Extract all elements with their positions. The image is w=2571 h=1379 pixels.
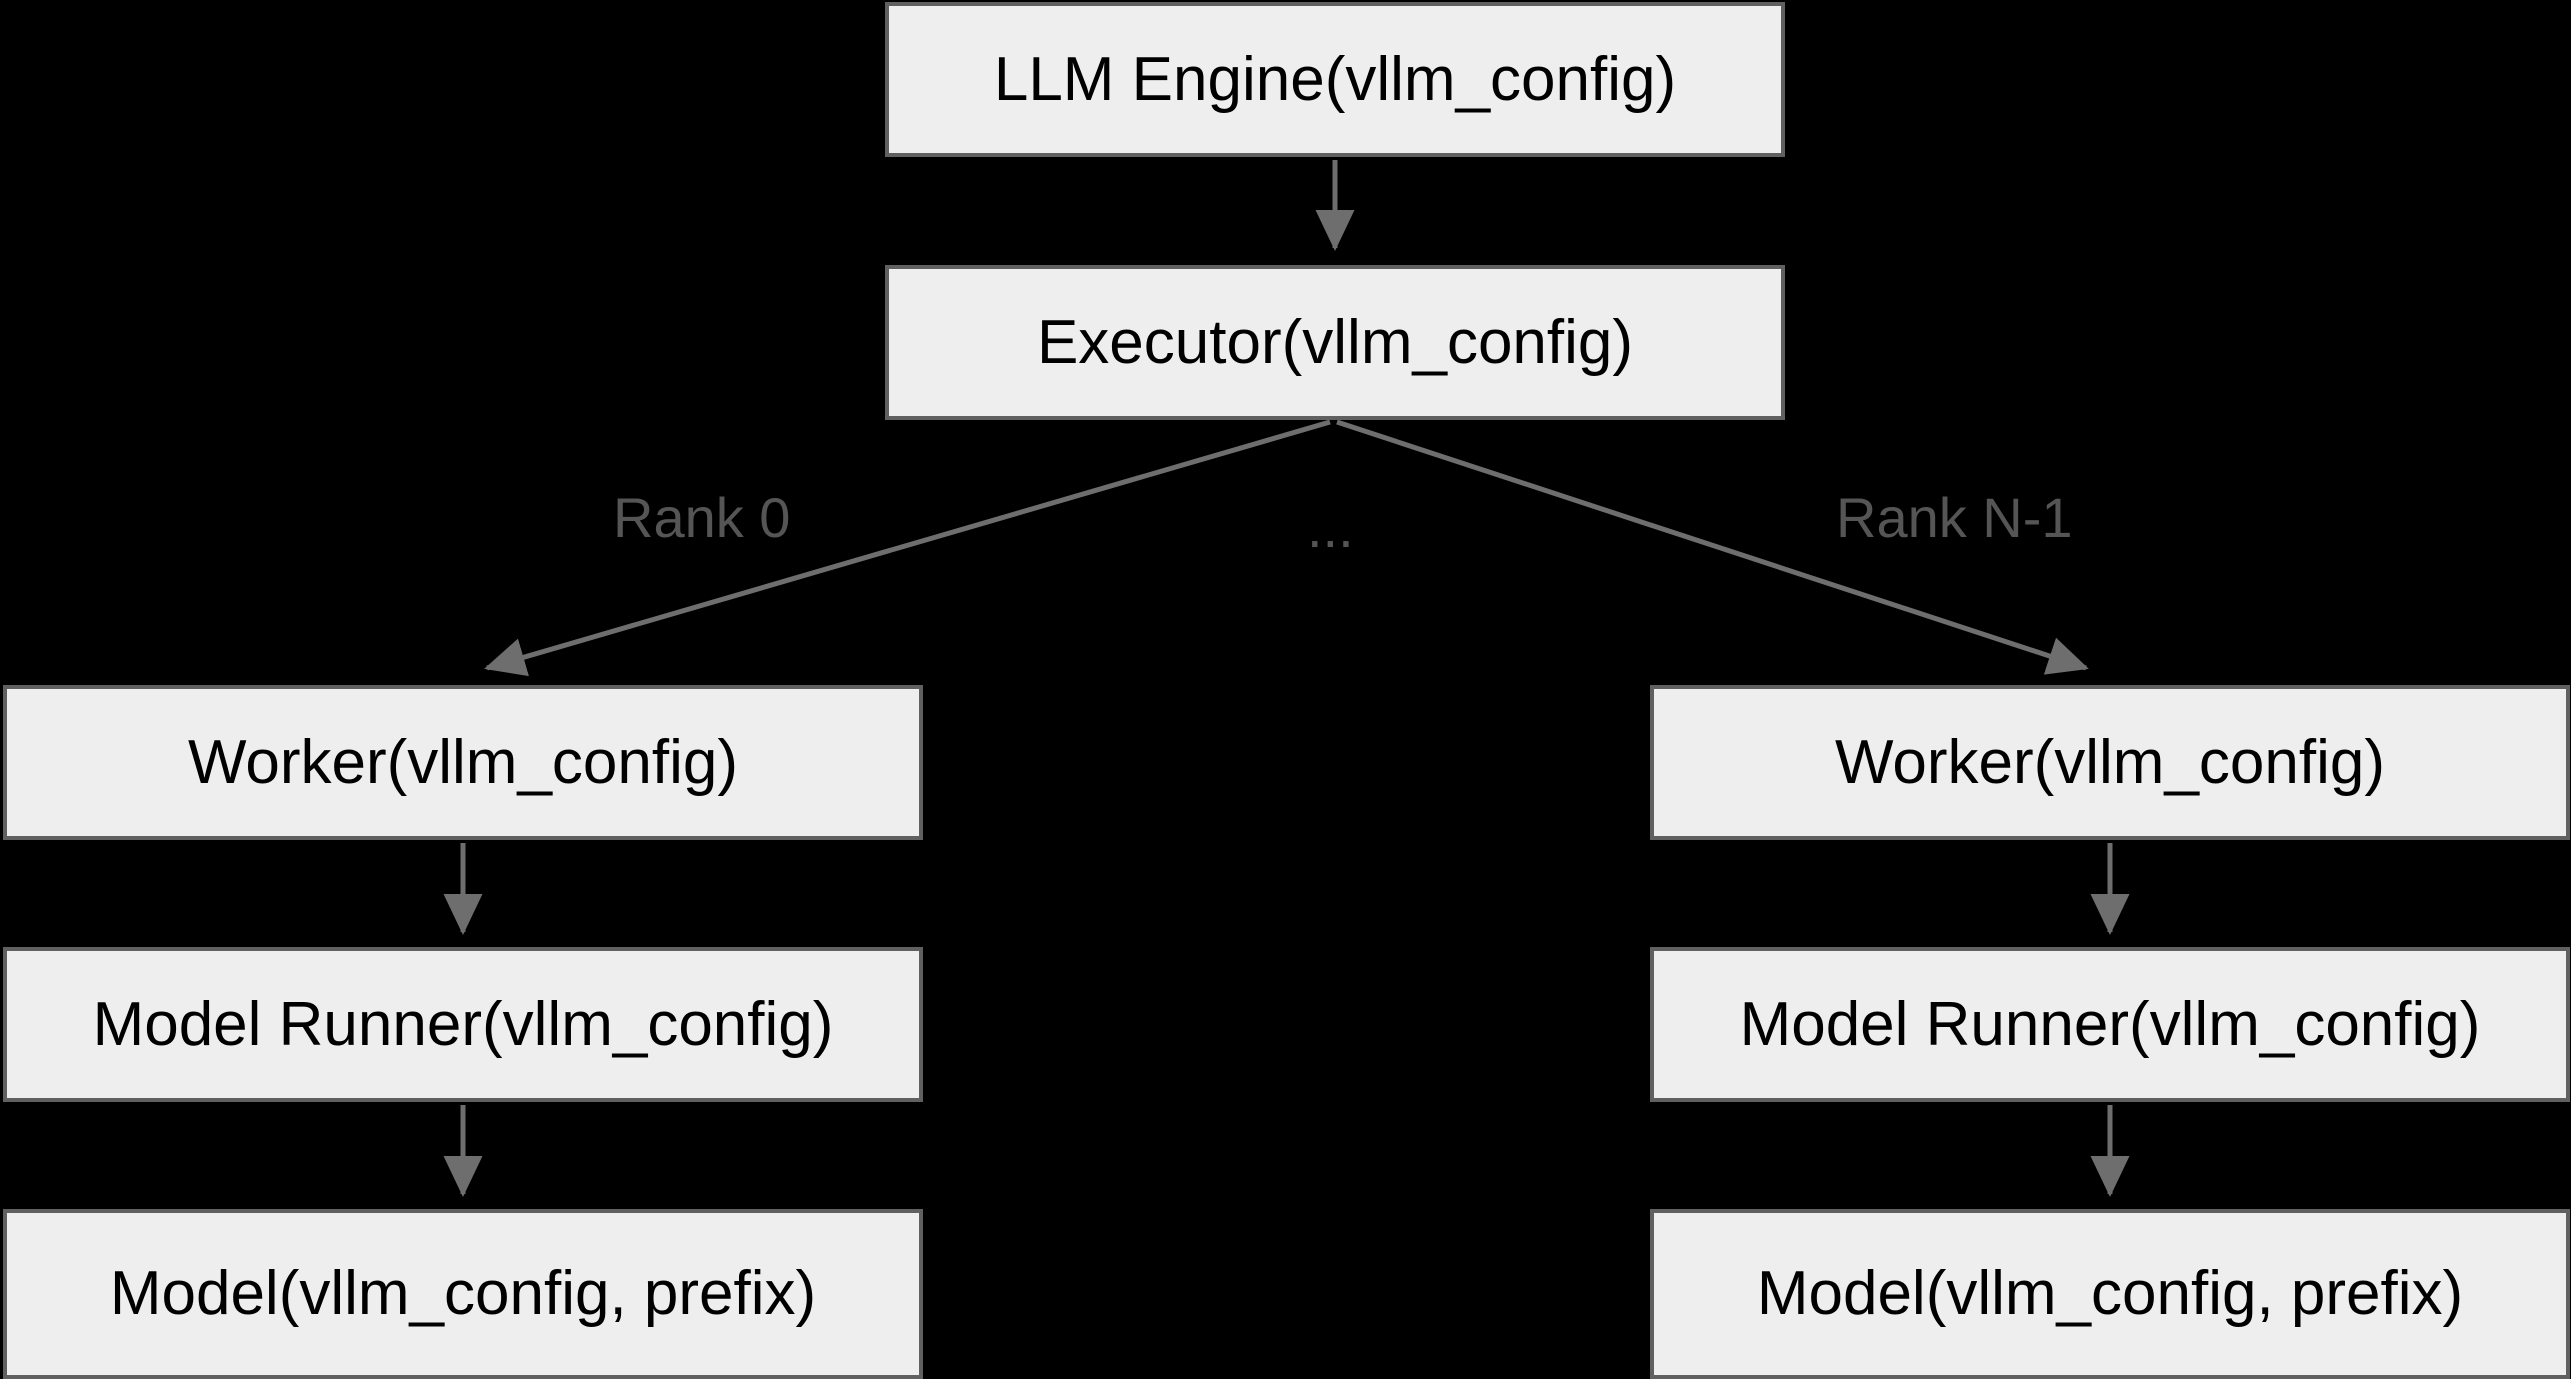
node-executor[interactable]: Executor(vllm_config) — [885, 265, 1785, 420]
node-model-rank-n-label: Model(vllm_config, prefix) — [1756, 1259, 2464, 1328]
node-model-runner-rank-n[interactable]: Model Runner(vllm_config) — [1650, 947, 2570, 1102]
edge-label-rank-n: Rank N-1 — [1836, 486, 2073, 549]
node-executor-label: Executor(vllm_config) — [1036, 307, 1634, 377]
node-worker-rank-n[interactable]: Worker(vllm_config) — [1650, 685, 2570, 840]
node-model-runner-rank-0-label: Model Runner(vllm_config) — [92, 989, 834, 1059]
node-model-rank-0[interactable]: Model(vllm_config, prefix) — [3, 1209, 923, 1379]
node-model-rank-n[interactable]: Model(vllm_config, prefix) — [1650, 1209, 2570, 1379]
node-worker-rank-0-label: Worker(vllm_config) — [187, 727, 739, 797]
node-model-runner-rank-n-label: Model Runner(vllm_config) — [1739, 989, 2481, 1059]
node-worker-rank-0[interactable]: Worker(vllm_config) — [3, 685, 923, 840]
edge-label-ellipsis: ... — [1307, 496, 1354, 559]
node-worker-rank-n-label: Worker(vllm_config) — [1834, 727, 2386, 797]
node-model-rank-0-label: Model(vllm_config, prefix) — [109, 1259, 817, 1328]
edge-label-rank-0: Rank 0 — [613, 486, 791, 549]
node-model-runner-rank-0[interactable]: Model Runner(vllm_config) — [3, 947, 923, 1102]
node-llm-engine-label: LLM Engine(vllm_config) — [993, 44, 1677, 114]
node-llm-engine[interactable]: LLM Engine(vllm_config) — [885, 2, 1785, 157]
